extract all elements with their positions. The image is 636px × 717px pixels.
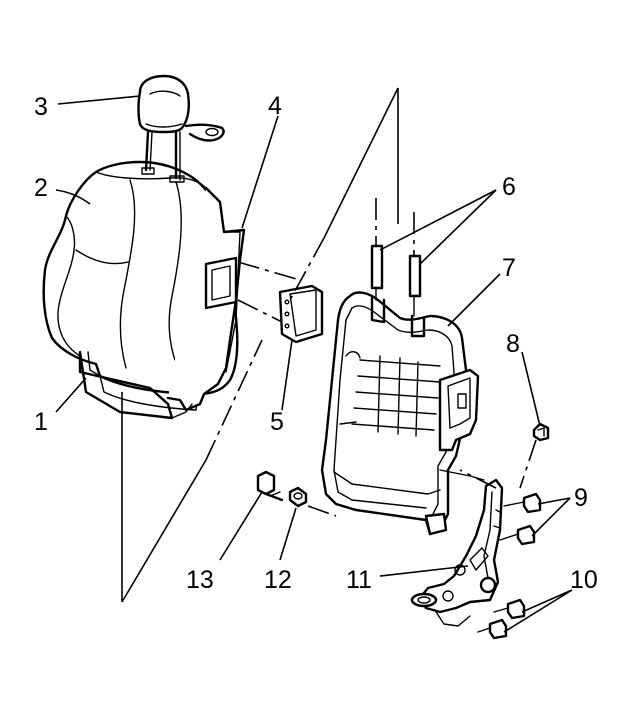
callout-7: 7	[502, 254, 516, 282]
seatback-frame	[320, 291, 480, 536]
callout-6: 6	[502, 173, 516, 201]
nut-part-8	[532, 422, 550, 442]
callout-5: 5	[270, 408, 284, 436]
bolts-part-10	[477, 598, 526, 640]
callout-leaders	[55, 95, 573, 633]
callout-11: 11	[346, 566, 372, 594]
callout-3: 3	[34, 93, 48, 121]
escutcheon-part-5	[278, 284, 324, 344]
recliner-mechanism	[410, 469, 504, 627]
callout-12: 12	[264, 566, 292, 594]
headrest-guides	[370, 198, 422, 317]
bolts-part-9	[499, 492, 542, 546]
callout-13: 13	[186, 566, 214, 594]
headrest	[137, 74, 225, 183]
callout-labels: 1 2 3 4 5 6 7 8 9 10 11 12 13	[34, 92, 598, 594]
assembly-lines	[121, 87, 537, 603]
callout-2: 2	[34, 174, 48, 202]
screw-part-13	[256, 470, 284, 502]
callout-10: 10	[570, 566, 598, 594]
callout-1: 1	[34, 408, 48, 436]
callout-8: 8	[506, 330, 520, 358]
clip-part-12	[288, 486, 308, 508]
callout-4: 4	[268, 92, 282, 120]
callout-9: 9	[574, 484, 588, 512]
panel-opening	[204, 256, 238, 310]
